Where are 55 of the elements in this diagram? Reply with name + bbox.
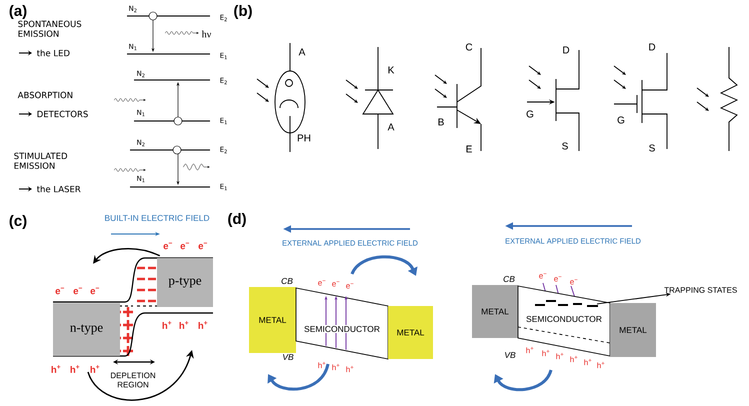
hole-label: h$^{+}$ <box>526 346 534 354</box>
hole-label: h$^{+}$ <box>542 350 550 356</box>
photon-label: hν <box>202 30 211 38</box>
process-label: SPONTANEOUS EMISSION <box>18 20 82 37</box>
band-label: CB <box>504 276 515 282</box>
pin-label: E <box>466 146 472 152</box>
metal-contact: METAL <box>249 287 296 353</box>
hole-label: h$^{+}$ <box>318 362 326 368</box>
pin-label: A <box>388 124 394 130</box>
metal-contact: METAL <box>472 285 518 338</box>
metal-contact: METAL <box>610 303 656 357</box>
electron-label: e$^{−}$ <box>164 242 172 250</box>
hole-label: h$^{+}$ <box>198 321 208 329</box>
hole-label: h$^{+}$ <box>180 321 188 329</box>
electron-label: e$^{−}$ <box>346 283 354 289</box>
device-label: the LASER <box>36 186 81 192</box>
hole-label: h$^{+}$ <box>584 358 592 366</box>
hole-label: h$^{+}$ <box>556 352 564 360</box>
pin-label: D <box>563 46 570 54</box>
hole-label: h$^{+}$ <box>52 365 60 373</box>
band-label: CB <box>282 278 293 284</box>
p-type-region: p-type <box>136 257 214 314</box>
electron-label: e$^{−}$ <box>318 280 326 286</box>
hole-label: h$^{+}$ <box>162 321 172 329</box>
panel-label: (d) <box>228 213 246 227</box>
annotation-label: TRAPPING STATES <box>664 287 737 293</box>
metal-contact: METAL <box>388 306 433 359</box>
pin-label: S <box>649 144 655 152</box>
pin-label: C <box>466 43 472 51</box>
panel-label: (c) <box>10 215 26 229</box>
device-label: the LED <box>36 50 70 56</box>
pin-label: G <box>618 116 624 124</box>
hole-label: h$^{+}$ <box>70 365 80 373</box>
hole-label: h$^{+}$ <box>597 362 604 368</box>
electron-label: e$^{−}$ <box>90 288 100 294</box>
panel-label: (b) <box>234 5 252 19</box>
electron-label: e$^{−}$ <box>56 288 64 294</box>
pin-label: D <box>649 44 656 50</box>
region-label: DEPLETION REGION <box>111 372 156 388</box>
panel-label: (a) <box>10 5 26 19</box>
pin-label: G <box>526 110 534 118</box>
process-label: ABSORPTION <box>18 92 72 98</box>
hole-label: h$^{+}$ <box>90 365 100 373</box>
field-label: BUILT-IN ELECTRIC FIELD <box>105 215 210 221</box>
band-label: VB <box>505 352 516 358</box>
electron-label: e$^{−}$ <box>74 288 82 294</box>
device-label: DETECTORS <box>38 110 88 118</box>
pin-label: B <box>438 118 444 126</box>
pin-label: S <box>562 142 568 150</box>
band-label: VB <box>283 354 294 360</box>
pin-label: A <box>298 48 306 56</box>
electron-label: e$^{−}$ <box>539 273 546 279</box>
pin-label: K <box>388 66 394 74</box>
pin-label: PH <box>298 134 310 142</box>
process-label: STIMULATED EMISSION <box>14 152 68 169</box>
